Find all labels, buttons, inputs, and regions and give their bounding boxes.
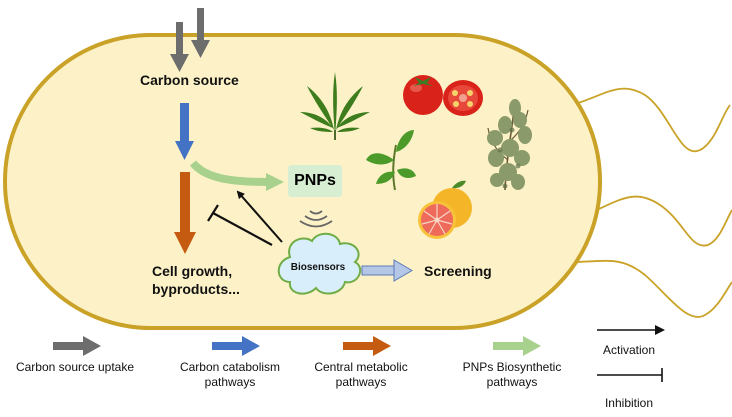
- cannabis-leaf-icon: [300, 72, 370, 140]
- legend-catabolism-label: Carbon catabolism pathways: [160, 360, 300, 390]
- artemisia-icon: [487, 99, 532, 191]
- pnps-text: PNPs: [294, 172, 336, 189]
- screening-arrow: [361, 259, 413, 282]
- legend-pnps-arrow: [493, 336, 541, 356]
- legend-central-arrow: [343, 336, 391, 356]
- biosensors-label: Biosensors: [290, 262, 346, 273]
- legend-uptake-label: Carbon source uptake: [0, 360, 150, 375]
- central-metabolic-arrow: [174, 172, 196, 254]
- legend-central-line1: Central metabolic: [314, 360, 408, 374]
- pnps-label: PNPs: [288, 165, 342, 197]
- carbon-uptake-arrows: [170, 8, 210, 72]
- screening-label: Screening: [424, 263, 492, 279]
- legend-catabolism-line1: Carbon catabolism: [179, 360, 281, 374]
- catabolism-arrow: [175, 103, 194, 160]
- signal-waves-icon: [299, 210, 333, 228]
- tomato-icon: [403, 75, 483, 116]
- cell-growth-label: Cell growth,: [152, 263, 233, 279]
- tea-leaves-icon: [366, 130, 416, 191]
- legend-catabolism-arrow: [212, 336, 260, 356]
- byproducts-label: byproducts...: [152, 281, 240, 297]
- inhibition-line: [207, 204, 273, 246]
- legend-central-label: Central metabolic pathways: [296, 360, 426, 390]
- flagella: [571, 87, 732, 318]
- legend-pnps-label: PNPs Biosynthetic pathways: [437, 360, 587, 390]
- biosensor-cloud-icon: [277, 232, 362, 295]
- activation-line: [236, 190, 283, 243]
- legend-pnps-line2: pathways: [486, 375, 538, 389]
- legend-activation-label: Activation: [602, 343, 656, 357]
- legend-central-line2: pathways: [335, 375, 387, 389]
- legend-uptake-text: Carbon source uptake: [15, 360, 135, 374]
- legend-inhibition-line: [597, 368, 663, 382]
- legend-inhibition-label: Inhibition: [604, 396, 654, 410]
- legend-uptake-arrow: [53, 336, 101, 356]
- legend-catabolism-line2: pathways: [204, 375, 256, 389]
- grapefruit-icon: [418, 180, 472, 239]
- carbon-source-label: Carbon source: [140, 72, 239, 88]
- pnps-biosynthetic-arrow: [189, 160, 284, 191]
- legend-pnps-line1: PNPs Biosynthetic: [462, 360, 562, 374]
